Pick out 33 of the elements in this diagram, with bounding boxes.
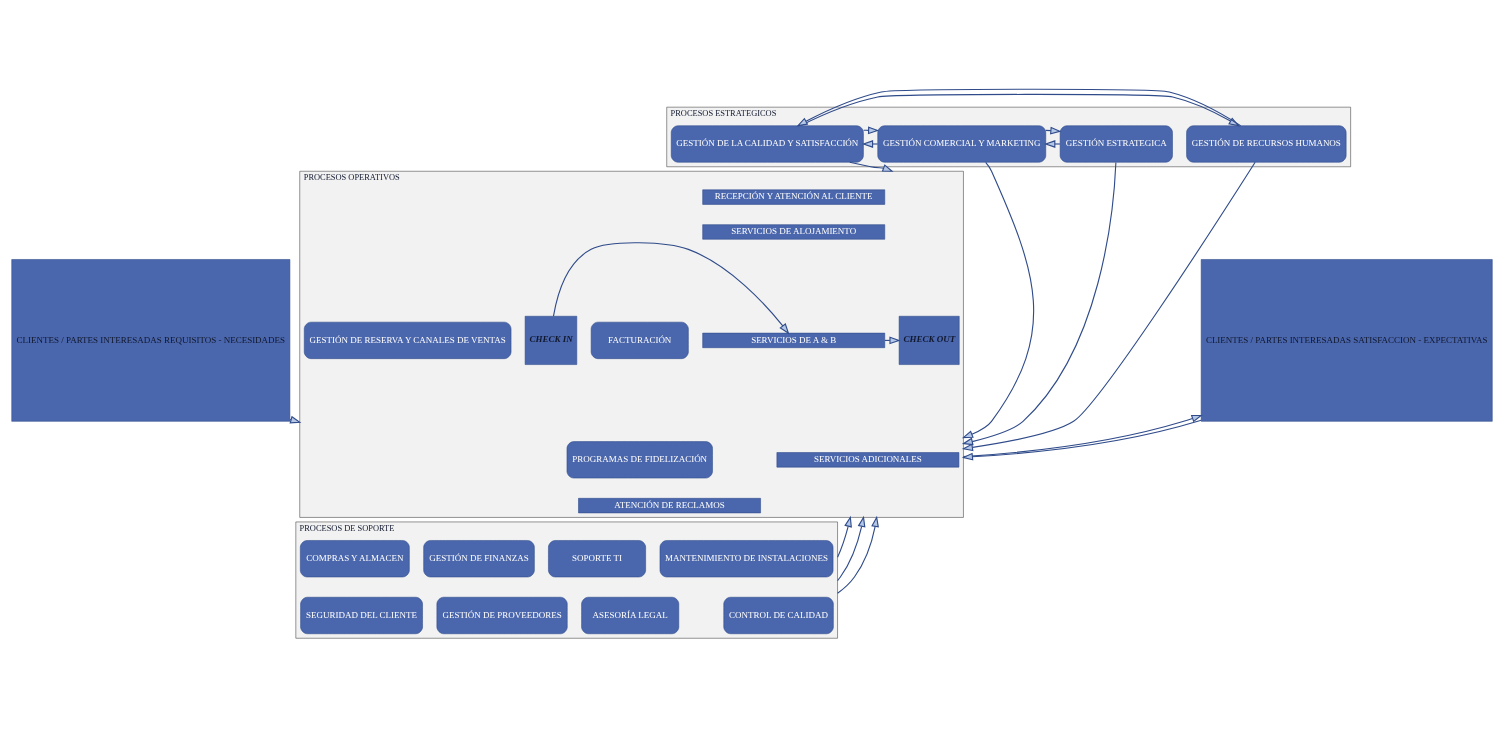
node-box: GESTIÓN DE FINANZAS xyxy=(422,539,535,577)
node-box: CLIENTES / PARTES INTERESADAS SATISFACCION - EXPECTATIVAS xyxy=(1200,258,1493,422)
node-box: GESTIÓN DE PROVEEDORES xyxy=(436,596,568,634)
node-box: GESTIÓN DE LA CALIDAD Y SATISFACCIÓN xyxy=(670,124,864,163)
node-box: CHECK IN xyxy=(524,315,577,365)
node-box: CONTROL DE CALIDAD xyxy=(723,596,834,634)
node-box: FACTURACIÓN xyxy=(590,321,689,359)
node-box: SEGURIDAD DEL CLIENTE xyxy=(299,596,423,634)
arrow xyxy=(836,515,879,594)
arrow xyxy=(861,139,878,148)
arrow xyxy=(836,515,852,558)
node-box: GESTIÓN ESTRATEGICA xyxy=(1059,124,1173,163)
node-box: GESTIÓN DE RESERVA Y CANALES DE VENTAS xyxy=(303,321,511,359)
arrow xyxy=(961,161,1256,451)
node-box: CHECK OUT xyxy=(898,315,959,365)
node-box: GESTIÓN DE RECURSOS HUMANOS xyxy=(1185,124,1346,163)
node-box: ASESORÍA LEGAL xyxy=(580,596,679,634)
arrow xyxy=(848,161,894,172)
node-box: MANTENIMIENTO DE INSTALACIONES xyxy=(659,539,833,577)
node-box: RECEPCIÓN Y ATENCIÓN AL CLIENTE xyxy=(701,189,885,205)
arrow xyxy=(961,161,1116,445)
arrow xyxy=(836,515,865,581)
node-box: SERVICIOS ADICIONALES xyxy=(776,451,959,467)
node-box: GESTIÓN COMERCIAL Y MARKETING xyxy=(876,124,1046,163)
node-box: ATENCIÓN DE RECLAMOS xyxy=(577,497,761,513)
node-box: COMPRAS Y ALMACEN xyxy=(299,539,410,577)
node-box: PROGRAMAS DE FIDELIZACIÓN xyxy=(566,440,713,478)
node-box: SERVICIOS DE ALOJAMIENTO xyxy=(701,223,885,240)
arrow xyxy=(552,241,789,334)
node-box: SERVICIOS DE A & B xyxy=(701,332,885,348)
arrow xyxy=(1043,139,1060,148)
arrow xyxy=(961,161,1034,438)
node-box: SOPORTE TI xyxy=(547,539,646,577)
